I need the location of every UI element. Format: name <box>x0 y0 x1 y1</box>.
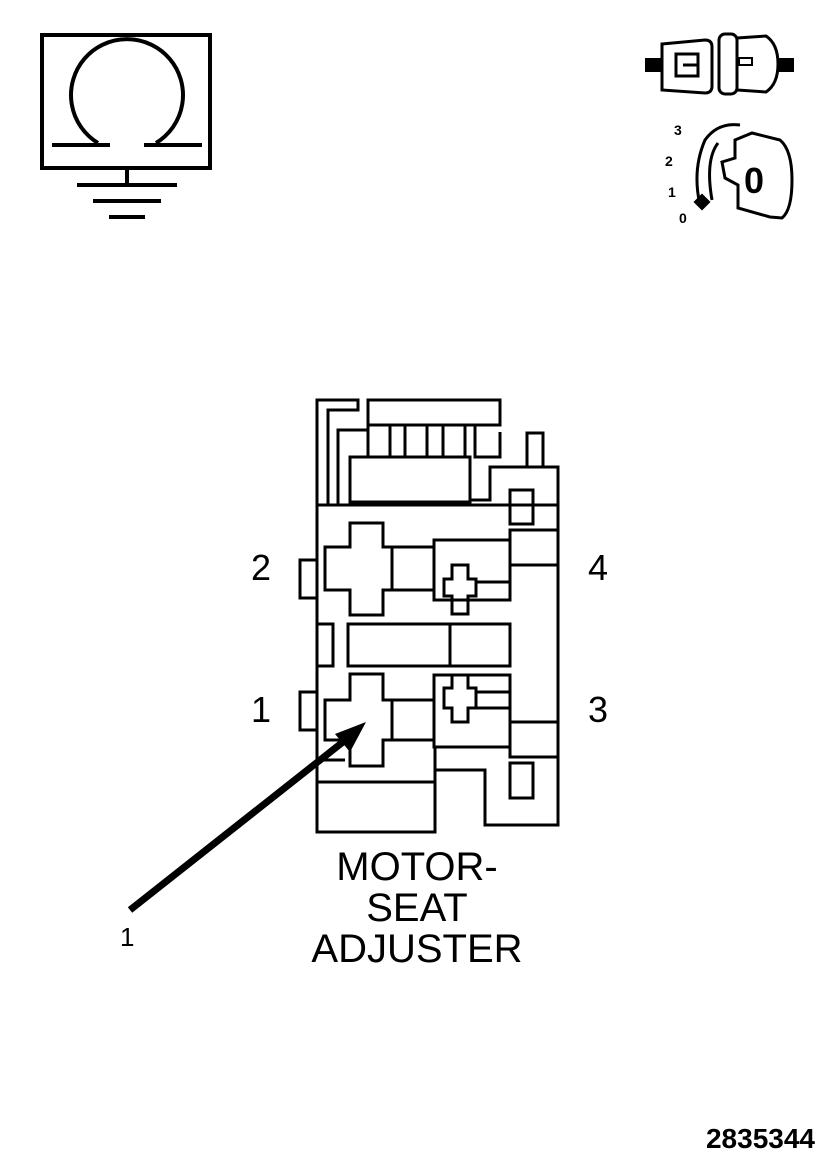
component-title: MOTOR- SEAT ADJUSTER <box>311 845 522 971</box>
title-line-1: MOTOR- <box>336 845 497 889</box>
pin-label-4: 4 <box>588 547 608 588</box>
title-line-2: SEAT <box>366 886 468 930</box>
ignition-position-2: 2 <box>665 153 673 169</box>
ignition-position-3: 3 <box>674 122 682 138</box>
callout-arrow <box>127 722 366 913</box>
connector-disconnected-icon <box>645 32 794 96</box>
ignition-key-label: 0 <box>744 160 764 201</box>
figure-number: 2835344 <box>706 1123 815 1154</box>
pin-label-1: 1 <box>251 689 271 730</box>
ohmmeter-ground-icon <box>40 33 212 219</box>
pin-label-2: 2 <box>251 547 271 588</box>
ignition-key-icon: 3 2 1 0 0 <box>665 122 794 226</box>
callout-label: 1 <box>120 922 134 952</box>
title-line-3: ADJUSTER <box>311 927 522 971</box>
ignition-position-0: 0 <box>679 210 687 226</box>
ignition-position-1: 1 <box>668 184 676 200</box>
connector-face-view <box>298 398 560 834</box>
pin-label-3: 3 <box>588 689 608 730</box>
